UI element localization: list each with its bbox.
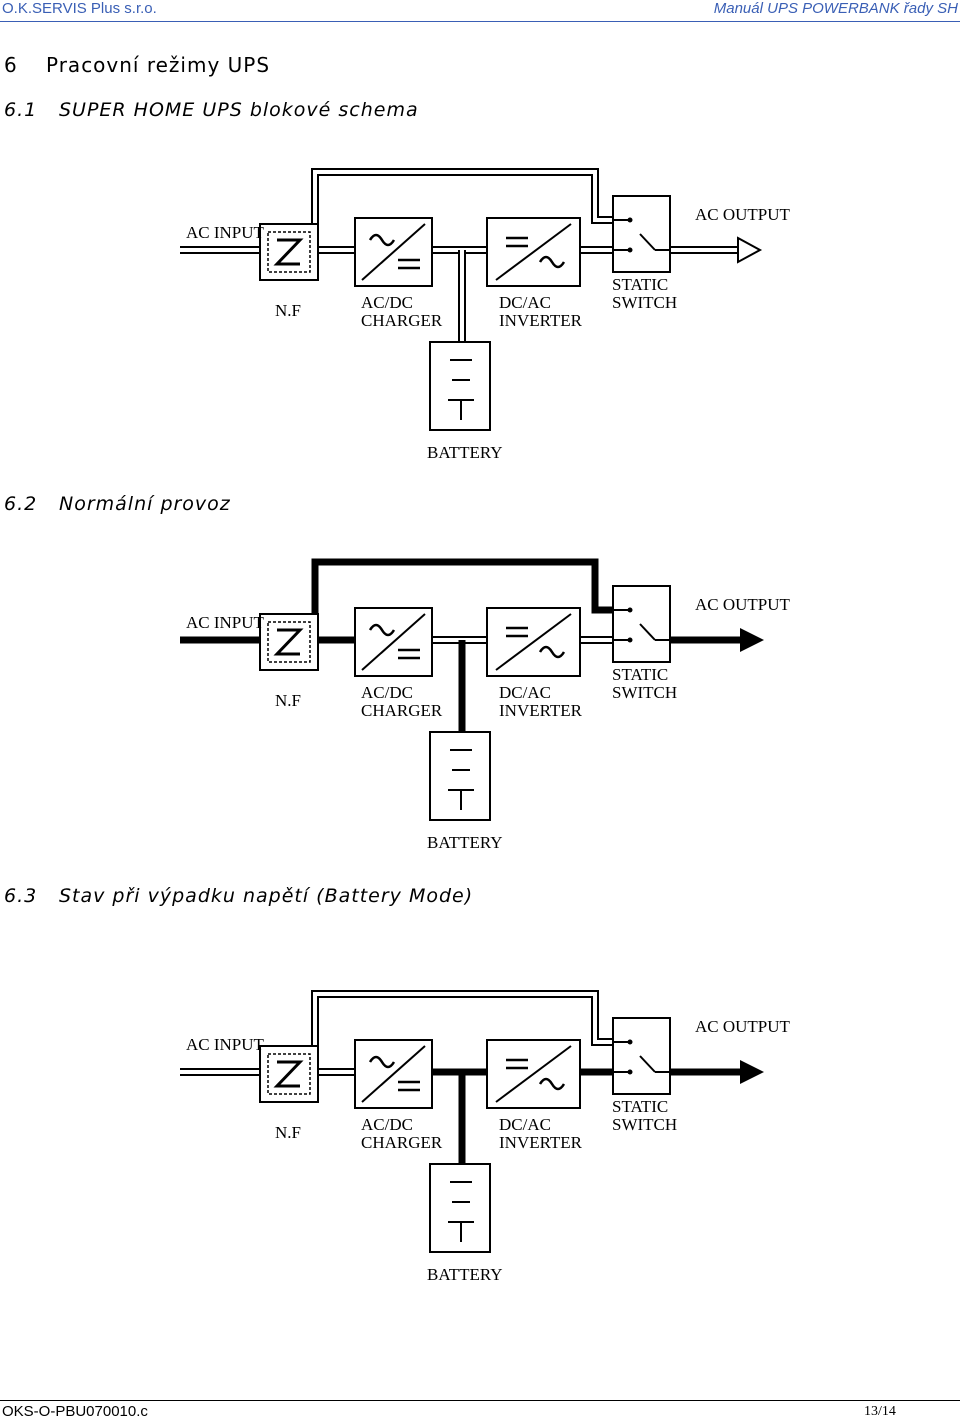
inverter-label-line2: INVERTER <box>499 311 583 330</box>
output-arrow <box>740 1060 764 1084</box>
section-number: 6.3 <box>4 885 38 907</box>
switch-contact <box>627 1069 633 1075</box>
section-heading-6-3: 6.3 Stav při výpadku napětí (Battery Mode… <box>4 885 473 907</box>
charger-divider <box>361 223 426 281</box>
inverter-label-line1: DC/AC <box>499 1115 551 1134</box>
bypass-line-inner <box>313 992 613 1072</box>
noise-filter-coil <box>267 621 311 663</box>
chapter-heading: 6 Pracovní režimy UPS <box>4 53 270 77</box>
inverter-label-line1: DC/AC <box>499 293 551 312</box>
inverter-divider <box>495 613 572 671</box>
header-rule <box>0 21 960 22</box>
header-company: O.K.SERVIS Plus s.r.o. <box>2 0 157 17</box>
charger-ac-symbol <box>368 623 396 637</box>
battery-label: BATTERY <box>427 443 503 462</box>
charger-ac-symbol <box>368 233 396 247</box>
noise-filter-symbol <box>273 628 304 656</box>
switch-label-line2: SWITCH <box>612 1115 677 1134</box>
switch-label-line2: SWITCH <box>612 683 677 702</box>
ac-input-label: AC INPUT <box>186 1035 265 1054</box>
footer-page-number: 13/14 <box>864 1404 896 1419</box>
switch-lever <box>639 623 656 641</box>
section-heading-6-2: 6.2 Normální provoz <box>4 493 231 515</box>
ac-output-label: AC OUTPUT <box>695 205 791 224</box>
battery-label: BATTERY <box>427 1265 503 1284</box>
inverter-ac-symbol <box>538 1077 566 1091</box>
section-number: 6.1 <box>4 99 38 121</box>
noise-filter-symbol <box>273 1060 304 1088</box>
charger-label-line2: CHARGER <box>361 1133 443 1152</box>
static-switch-block <box>612 1017 671 1095</box>
section-number: 6.2 <box>4 493 38 515</box>
inverter-label-line2: INVERTER <box>499 1133 583 1152</box>
header-manual-title: Manuál UPS POWERBANK řady SH <box>713 0 958 17</box>
inverter-divider <box>495 223 572 281</box>
switch-contact <box>627 217 633 223</box>
static-switch-block <box>612 585 671 663</box>
charger-label-line2: CHARGER <box>361 311 443 330</box>
footer-rule <box>0 1400 960 1401</box>
switch-lever <box>639 233 656 251</box>
noise-filter-coil <box>267 231 311 273</box>
charger-ac-symbol <box>368 1055 396 1069</box>
inverter-label-line1: DC/AC <box>499 683 551 702</box>
nf-label: N.F <box>275 1123 301 1142</box>
charger-label-line1: AC/DC <box>361 293 413 312</box>
switch-lever <box>639 1055 656 1073</box>
switch-contact <box>627 637 633 643</box>
output-arrow <box>737 236 763 264</box>
ac-output-label: AC OUTPUT <box>695 595 791 614</box>
bypass-line <box>311 558 613 640</box>
ac-input-label: AC INPUT <box>186 613 265 632</box>
bypass-line-inner <box>313 170 613 250</box>
battery-label: BATTERY <box>427 833 503 852</box>
nf-label: N.F <box>275 301 301 320</box>
charger-divider <box>361 1045 426 1103</box>
charger-label-line1: AC/DC <box>361 683 413 702</box>
charger-label-line2: CHARGER <box>361 701 443 720</box>
inverter-ac-symbol <box>538 645 566 659</box>
noise-filter-coil <box>267 1053 311 1095</box>
chapter-number: 6 <box>4 53 18 77</box>
section-title: Normální provoz <box>59 493 231 515</box>
output-arrow <box>740 628 764 652</box>
section-title: Stav při výpadku napětí (Battery Mode) <box>59 885 474 907</box>
ac-output-label: AC OUTPUT <box>695 1017 791 1036</box>
switch-label-line1: STATIC <box>612 665 668 684</box>
noise-filter-symbol <box>273 238 304 266</box>
ac-input-label: AC INPUT <box>186 223 265 242</box>
inverter-ac-symbol <box>538 255 566 269</box>
static-switch-block <box>612 195 671 273</box>
footer-doc-id: OKS-O-PBU070010.c <box>2 1403 148 1420</box>
inverter-divider <box>495 1045 572 1103</box>
section-title: SUPER HOME UPS blokové schema <box>59 99 419 121</box>
switch-label-line2: SWITCH <box>612 293 677 312</box>
switch-contact <box>627 1039 633 1045</box>
inverter-label-line2: INVERTER <box>499 701 583 720</box>
nf-label: N.F <box>275 691 301 710</box>
switch-label-line1: STATIC <box>612 275 668 294</box>
charger-divider <box>361 613 426 671</box>
section-heading-6-1: 6.1 SUPER HOME UPS blokové schema <box>4 99 419 121</box>
chapter-title: Pracovní režimy UPS <box>46 53 271 77</box>
switch-contact <box>627 607 633 613</box>
charger-label-line1: AC/DC <box>361 1115 413 1134</box>
switch-contact <box>627 247 633 253</box>
switch-label-line1: STATIC <box>612 1097 668 1116</box>
